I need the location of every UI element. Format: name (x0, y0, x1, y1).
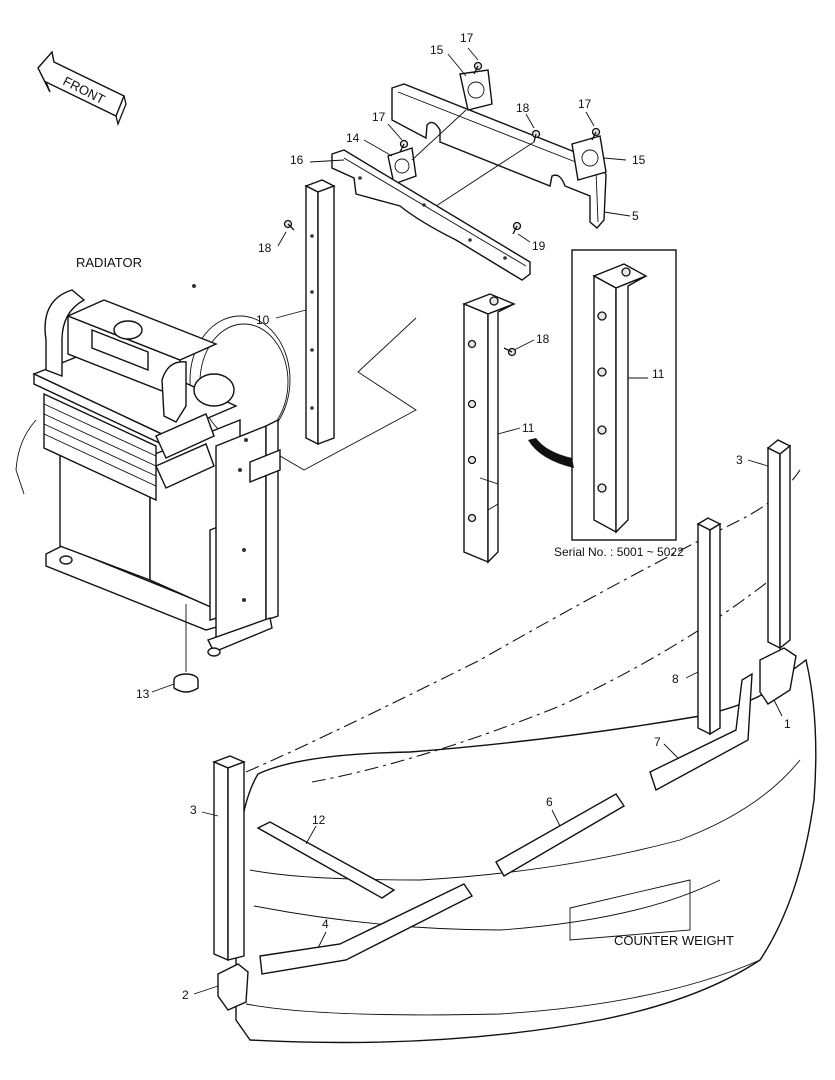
callout-10: 10 (256, 313, 270, 327)
callout-4: 4 (322, 917, 329, 931)
callout-1: 1 (784, 717, 791, 731)
block-part-2 (217, 963, 249, 1011)
post-part-3-right (766, 439, 792, 650)
callout-3: 3 (190, 803, 197, 817)
inset-arrow (528, 438, 574, 468)
callout-11: 11 (652, 367, 665, 381)
callout-14: 14 (346, 131, 360, 145)
plate-15-right (571, 135, 607, 181)
callout-8: 8 (672, 672, 679, 686)
counter-weight-label: COUNTER WEIGHT (614, 933, 734, 948)
callout-3: 3 (736, 453, 743, 467)
radiator-label: RADIATOR (76, 255, 142, 270)
callout-18: 18 (536, 332, 550, 346)
callout-19: 19 (532, 239, 546, 253)
callout-13: 13 (136, 687, 150, 701)
callout-15: 15 (632, 153, 646, 167)
leader-lines (151, 47, 783, 995)
plate-15-top (459, 69, 493, 111)
post-part-3-left (212, 755, 246, 962)
bar-part-12 (256, 821, 396, 899)
callout-18: 18 (516, 101, 530, 115)
callout-5: 5 (632, 209, 639, 223)
part-13 (173, 604, 199, 693)
callout-2: 2 (182, 988, 189, 1002)
bar-part-7 (649, 672, 753, 792)
callout-18: 18 (258, 241, 272, 255)
bolts (283, 61, 601, 357)
post-part-11 (462, 293, 516, 564)
callout-16: 16 (290, 153, 304, 167)
bracket-part-16 (331, 149, 531, 281)
callout-12: 12 (312, 813, 326, 827)
bar-part-6 (495, 793, 625, 877)
assembly-line (245, 317, 417, 471)
callout-7: 7 (654, 735, 661, 749)
callout-17: 17 (578, 97, 592, 111)
radiator-assembly (15, 284, 291, 657)
post-part-8 (696, 517, 722, 736)
callout-11: 11 (522, 421, 535, 435)
serial-inset: Serial No. : 5001 ~ 5022 (554, 249, 684, 559)
post-part-10 (304, 179, 336, 446)
callout-15: 15 (430, 43, 444, 57)
bar-part-4 (259, 883, 474, 975)
front-arrow: FRONT (37, 50, 127, 127)
callout-6: 6 (546, 795, 553, 809)
callout-17: 17 (372, 110, 386, 124)
serial-label: Serial No. : 5001 ~ 5022 (554, 545, 684, 559)
callout-17: 17 (460, 31, 474, 45)
block-part-1 (759, 647, 797, 705)
plate-14 (387, 147, 417, 185)
